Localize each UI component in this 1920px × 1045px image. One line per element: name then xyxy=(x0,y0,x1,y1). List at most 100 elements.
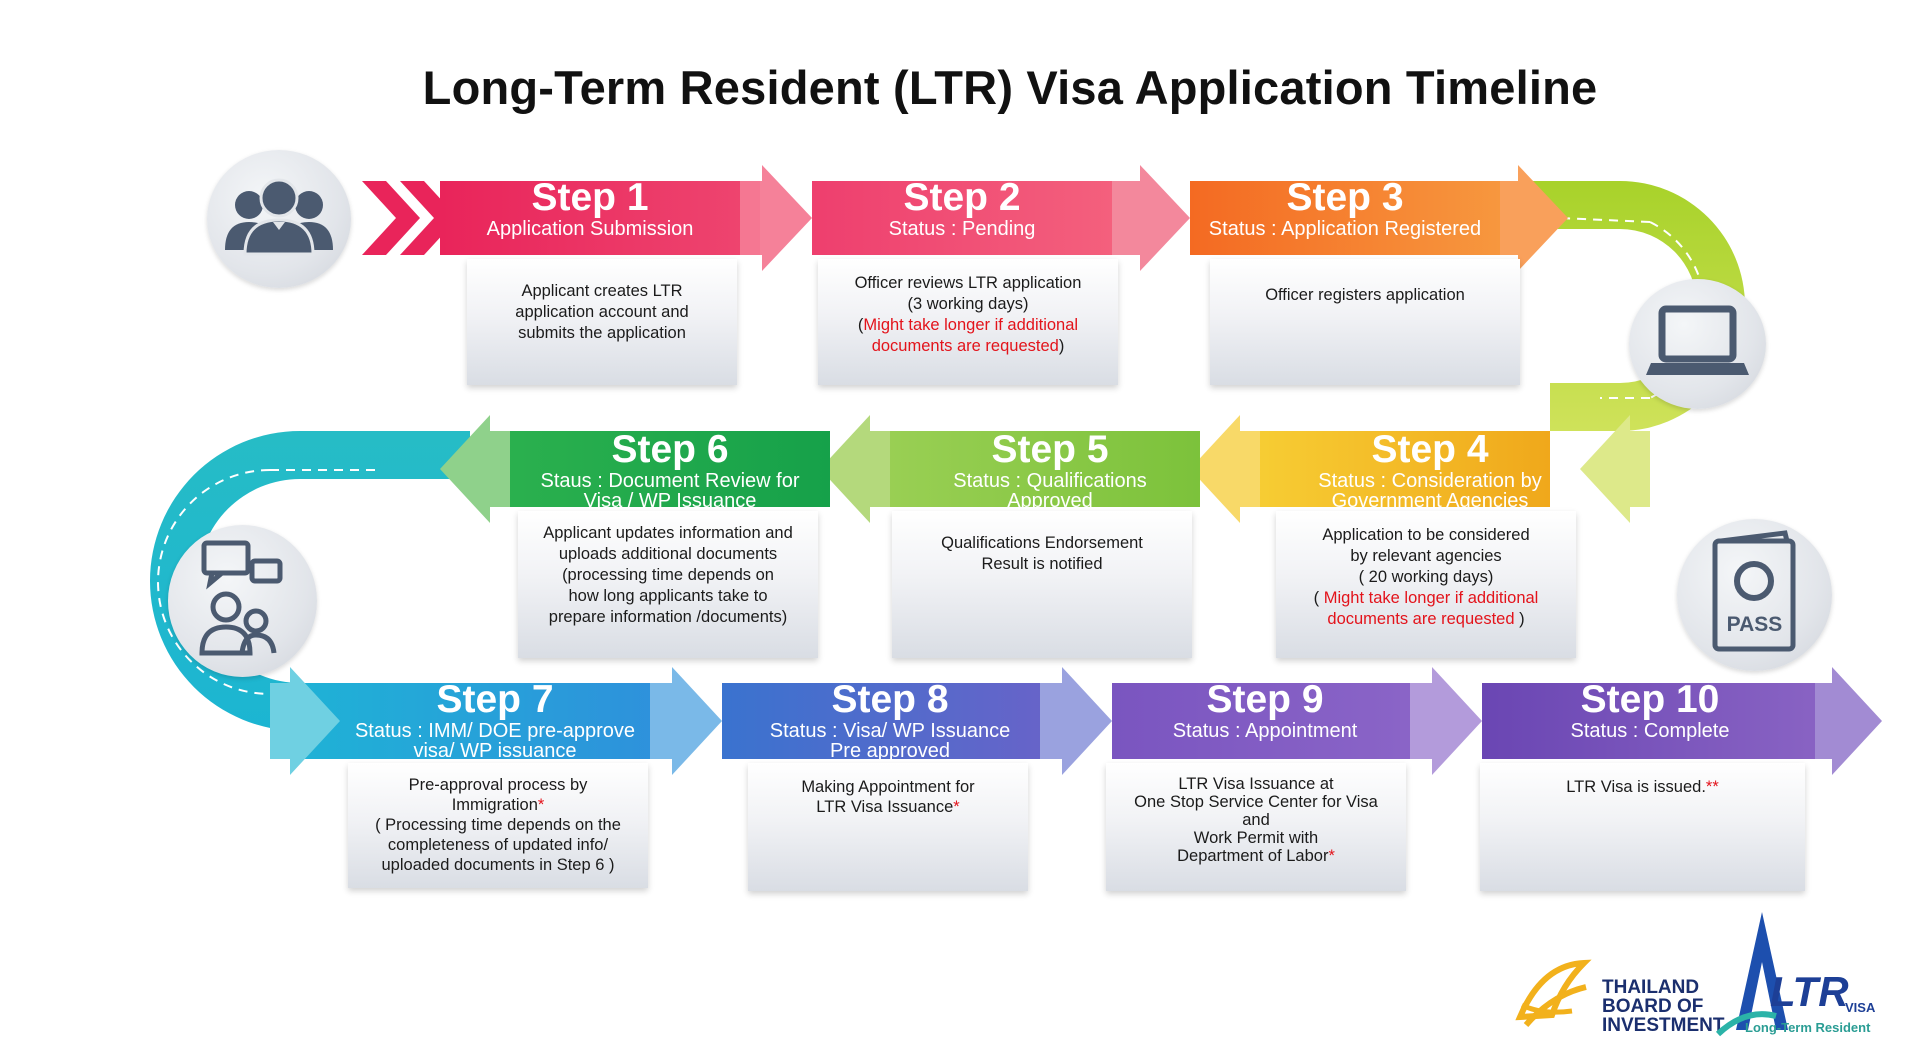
chat-circle xyxy=(168,525,317,677)
step-4-note-open: ( xyxy=(1313,589,1324,607)
step-2-status: Status : Pending xyxy=(888,218,1036,240)
step-2-desc-line-1: Officer reviews LTR application xyxy=(854,274,1082,292)
step-4-label: Step 4 Status : Consideration by Governm… xyxy=(1270,430,1590,511)
step-5-desc-line-2: Result is notified xyxy=(981,555,1103,573)
step-4-desc-line-1: Application to be considered xyxy=(1322,526,1530,544)
step-8-asterisk: * xyxy=(953,798,960,816)
arrow-step4 xyxy=(1190,415,1260,523)
step-2-note-open: ( xyxy=(857,316,864,334)
step-2-desc-line-2: (3 working days) xyxy=(907,295,1029,313)
step-7-desc-line-2-wrap: Immigration* xyxy=(348,795,648,815)
band-step7 xyxy=(300,683,680,759)
step-5-desc: Qualifications Endorsement Result is not… xyxy=(892,511,1192,658)
arrow-step4-in xyxy=(1580,415,1650,523)
step-7-desc: Pre-approval process by Immigration* ( P… xyxy=(348,763,648,888)
step-6-status: Staus : Document Review for Visa / WP Is… xyxy=(540,470,800,512)
band-step4 xyxy=(1240,431,1550,507)
step-4-note: ( Might take longer if additional xyxy=(1276,588,1576,609)
step-10-asterisk: ** xyxy=(1705,778,1719,796)
step-6-desc-line-1: Applicant updates information and xyxy=(543,524,793,542)
arrow-step5 xyxy=(820,415,890,523)
step-9-desc-line-2: One Stop Service Center for Visa xyxy=(1134,793,1378,811)
step-1-desc-line-3: submits the application xyxy=(518,324,686,342)
step-1-label: Step 1 Application Submission xyxy=(440,178,740,239)
step-9-desc-line-1: LTR Visa Issuance at xyxy=(1178,775,1334,793)
step-2-desc: Officer reviews LTR application (3 worki… xyxy=(818,259,1118,385)
step-1-desc: Applicant creates LTR application accoun… xyxy=(467,259,737,385)
band-step5 xyxy=(870,431,1200,507)
step-7-asterisk: * xyxy=(537,796,545,814)
page-title: Long-Term Resident (LTR) Visa Applicatio… xyxy=(422,61,1598,114)
boi-line-2: BOARD OF xyxy=(1602,996,1704,1017)
arrow-step8 xyxy=(1040,667,1112,775)
step-9-desc-line-5: Department of Labor xyxy=(1177,847,1329,865)
step-6-desc-line-3: (processing time depends on xyxy=(562,566,774,584)
band-step2 xyxy=(812,181,1132,255)
step-9-desc-line-3: and xyxy=(1242,811,1270,829)
step-8-desc-line-2: LTR Visa Issuance xyxy=(816,798,954,816)
step-4-status: Status : Consideration by Government Age… xyxy=(1318,470,1542,512)
step-7-desc-line-2: Immigration xyxy=(451,796,538,814)
step-2-number: Step 2 xyxy=(903,176,1021,219)
boi-line-3: INVESTMENT xyxy=(1602,1015,1725,1036)
turn-left-dashes xyxy=(157,469,271,695)
step-3-label: Step 3 Status : Application Registered xyxy=(1190,178,1500,239)
step-6-desc: Applicant updates information and upload… xyxy=(518,511,818,658)
step-1-status: Application Submission xyxy=(486,218,694,240)
step-5-status: Status : Qualifications Approved xyxy=(953,470,1147,512)
step-9-status: Status : Appointment xyxy=(1172,720,1358,742)
ltr-logo-main: LTR xyxy=(1770,968,1849,1015)
boi-logo-text: THAILAND BOARD OF INVESTMENT xyxy=(1602,978,1724,1035)
step-9-asterisk: * xyxy=(1328,847,1335,865)
step-9-desc-line-5-wrap: Department of Labor* xyxy=(1106,847,1406,865)
step-3-number: Step 3 xyxy=(1286,176,1404,219)
step-9-number: Step 9 xyxy=(1206,678,1324,721)
step-5-number: Step 5 xyxy=(991,428,1109,471)
step-7-desc-line-4: completeness of updated info/ xyxy=(387,836,609,854)
arrow-step7-in xyxy=(270,667,340,775)
step-10-desc: LTR Visa is issued.** xyxy=(1480,763,1805,891)
step-2-note-line-2: documents are requested xyxy=(871,337,1059,355)
arrow-step6 xyxy=(440,415,510,523)
band-step8 xyxy=(722,683,1072,759)
step-8-desc-line-1: Making Appointment for xyxy=(801,778,975,796)
laptop-circle xyxy=(1629,279,1766,409)
step-1-number: Step 1 xyxy=(531,176,649,219)
step-3-desc: Officer registers application xyxy=(1210,259,1520,385)
band-step1 xyxy=(440,181,760,255)
step-7-desc-line-3: ( Processing time depends on the xyxy=(375,816,621,834)
passport-text: PASS xyxy=(1726,613,1783,636)
start-chevron-1 xyxy=(362,181,420,255)
step-6-number: Step 6 xyxy=(611,428,729,471)
people-group-icon xyxy=(225,178,333,256)
ltr-logo-mark xyxy=(1716,912,1788,1037)
step-7-status: Status : IMM/ DOE pre-approve visa/ WP i… xyxy=(354,720,636,762)
band-step10 xyxy=(1482,683,1832,759)
ltr-logo-small: VISA xyxy=(1845,1000,1876,1015)
step-8-desc: Making Appointment for LTR Visa Issuance… xyxy=(748,763,1028,891)
step-4-number: Step 4 xyxy=(1371,428,1489,471)
step-8-number: Step 8 xyxy=(831,678,949,721)
step-8-desc-line-2-wrap: LTR Visa Issuance* xyxy=(748,797,1028,817)
band-step3 xyxy=(1190,181,1520,255)
step-10-status: Status : Complete xyxy=(1570,720,1730,742)
step-6-label: Step 6 Staus : Document Review for Visa … xyxy=(510,430,830,511)
step-7-desc-line-1: Pre-approval process by xyxy=(408,776,588,794)
passport-circle: PASS xyxy=(1677,519,1832,671)
step-2-label: Step 2 Status : Pending xyxy=(812,178,1112,239)
step-9-label: Step 9 Status : Appointment xyxy=(1120,680,1410,741)
chat-people-icon xyxy=(199,540,283,656)
laptop-icon xyxy=(1646,305,1749,375)
step-3-desc-line-1: Officer registers application xyxy=(1265,286,1465,304)
step-1-desc-line-2: application account and xyxy=(515,303,689,321)
passport-icon xyxy=(1712,530,1796,652)
step-6-desc-line-5: prepare information /documents) xyxy=(548,608,788,626)
arrow-step2 xyxy=(1112,165,1190,271)
step-4-desc-line-2: by relevant agencies xyxy=(1350,547,1502,565)
step-8-status: Status : Visa/ WP Issuance Pre approved xyxy=(769,720,1011,762)
step-10-desc-line-1-wrap: LTR Visa is issued.** xyxy=(1480,777,1805,798)
arrow-step10 xyxy=(1815,667,1882,775)
step-4-note-close: ) xyxy=(1514,610,1525,628)
